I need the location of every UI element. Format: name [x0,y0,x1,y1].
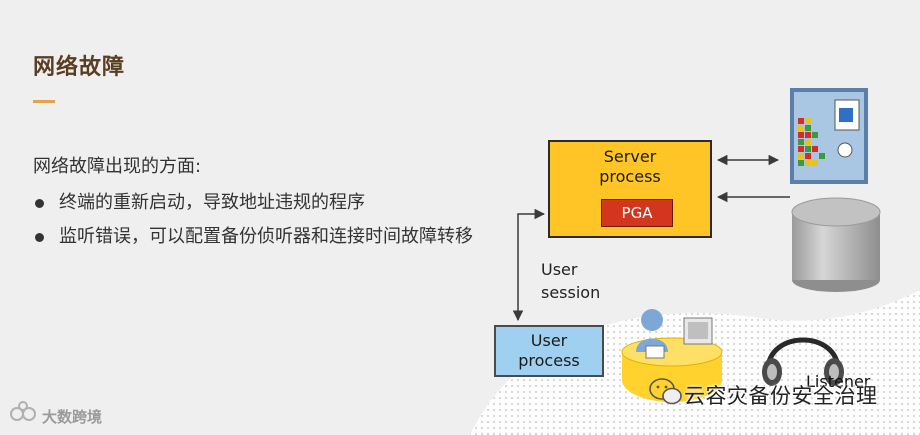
bullet-item: 监听错误，可以配置备份侦听器和连接时间故障转移 [33,220,483,254]
server-process-label: Server process [599,147,661,186]
bullet-text: 监听错误，可以配置备份侦听器和连接时间故障转移 [59,226,473,247]
user-desk-icon [621,309,723,402]
brand-watermark-text: 大数跨境 [42,408,103,426]
bullet-text: 终端的重新启动，导致地址违规的程序 [59,192,365,213]
server-process-box: Server process PGA [548,140,712,238]
database-icon [791,197,881,292]
title-accent-line [33,100,55,103]
user-session-arrow [512,208,546,322]
slide-title: 网络故障 [33,55,126,80]
pga-box: PGA [601,199,673,227]
watermark-text: 云容灾备份安全治理 [684,384,878,408]
wechat-icon [649,378,682,405]
intro-text: 网络故障出现的方面: [33,156,202,177]
headset-icon [762,337,844,386]
sga-monitor-icon [790,88,868,184]
brand-logo-icon [10,401,36,421]
user-process-box: User process [494,325,604,377]
user-session-label: User session [541,260,601,302]
bullet-item: 终端的重新启动，导致地址违规的程序 [33,186,483,220]
bullet-list: 终端的重新启动，导致地址违规的程序 监听错误，可以配置备份侦听器和连接时间故障转… [33,186,483,254]
listener-label: Listener [806,372,871,391]
